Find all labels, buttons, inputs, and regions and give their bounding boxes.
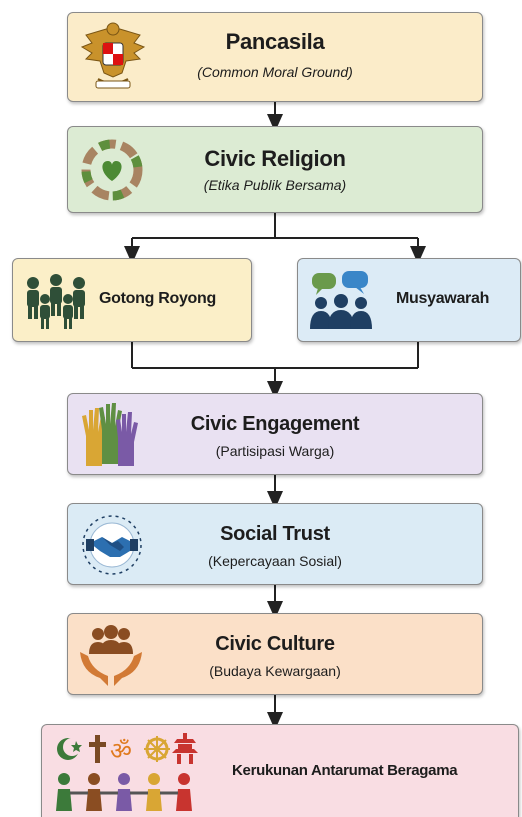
kerukunan-title: Kerukunan Antarumat Beragama — [232, 762, 458, 779]
social-trust-box: Social Trust (Kepercayaan Sosial) — [67, 503, 483, 585]
civic-religion-box: Civic Religion (Etika Publik Bersama) — [67, 126, 483, 213]
civic-engagement-subtitle: (Partisipasi Warga) — [215, 443, 335, 459]
svg-text:ॐ: ॐ — [110, 737, 132, 765]
civic-engagement-title: Civic Engagement — [190, 413, 360, 435]
handshake-icon — [82, 515, 142, 575]
garuda-emblem-icon — [80, 22, 146, 89]
civic-culture-box: Civic Culture (Budaya Kewargaan) — [67, 613, 483, 695]
people-group-icon — [27, 274, 85, 329]
civic-engagement-box: Civic Engagement (Partisipasi Warga) — [67, 393, 483, 475]
musyawarah-box: Musyawarah — [297, 258, 521, 342]
gotong-royong-box: Gotong Royong — [12, 258, 252, 342]
social-trust-title: Social Trust — [220, 523, 330, 545]
social-trust-subtitle: (Kepercayaan Sosial) — [208, 553, 342, 569]
civic-religion-title: Civic Religion — [204, 146, 346, 171]
hands-heart-icon — [81, 139, 143, 201]
civic-culture-title: Civic Culture — [215, 633, 335, 655]
community-hands-icon — [80, 625, 142, 686]
gotong-royong-title: Gotong Royong — [99, 290, 216, 307]
raised-hands-icon — [82, 403, 138, 466]
musyawarah-title: Musyawarah — [396, 290, 490, 307]
discussion-icon — [310, 271, 372, 329]
pancasila-box: Pancasila (Common Moral Ground) — [67, 12, 483, 102]
pancasila-subtitle: (Common Moral Ground) — [197, 64, 353, 80]
kerukunan-box: ॐ Kerukunan Antarumat Be — [41, 724, 519, 817]
civic-religion-subtitle: (Etika Publik Bersama) — [203, 177, 347, 193]
civic-culture-subtitle: (Budaya Kewargaan) — [209, 663, 341, 679]
pancasila-title: Pancasila — [225, 29, 325, 54]
religious-symbols-icon: ॐ — [56, 733, 198, 811]
